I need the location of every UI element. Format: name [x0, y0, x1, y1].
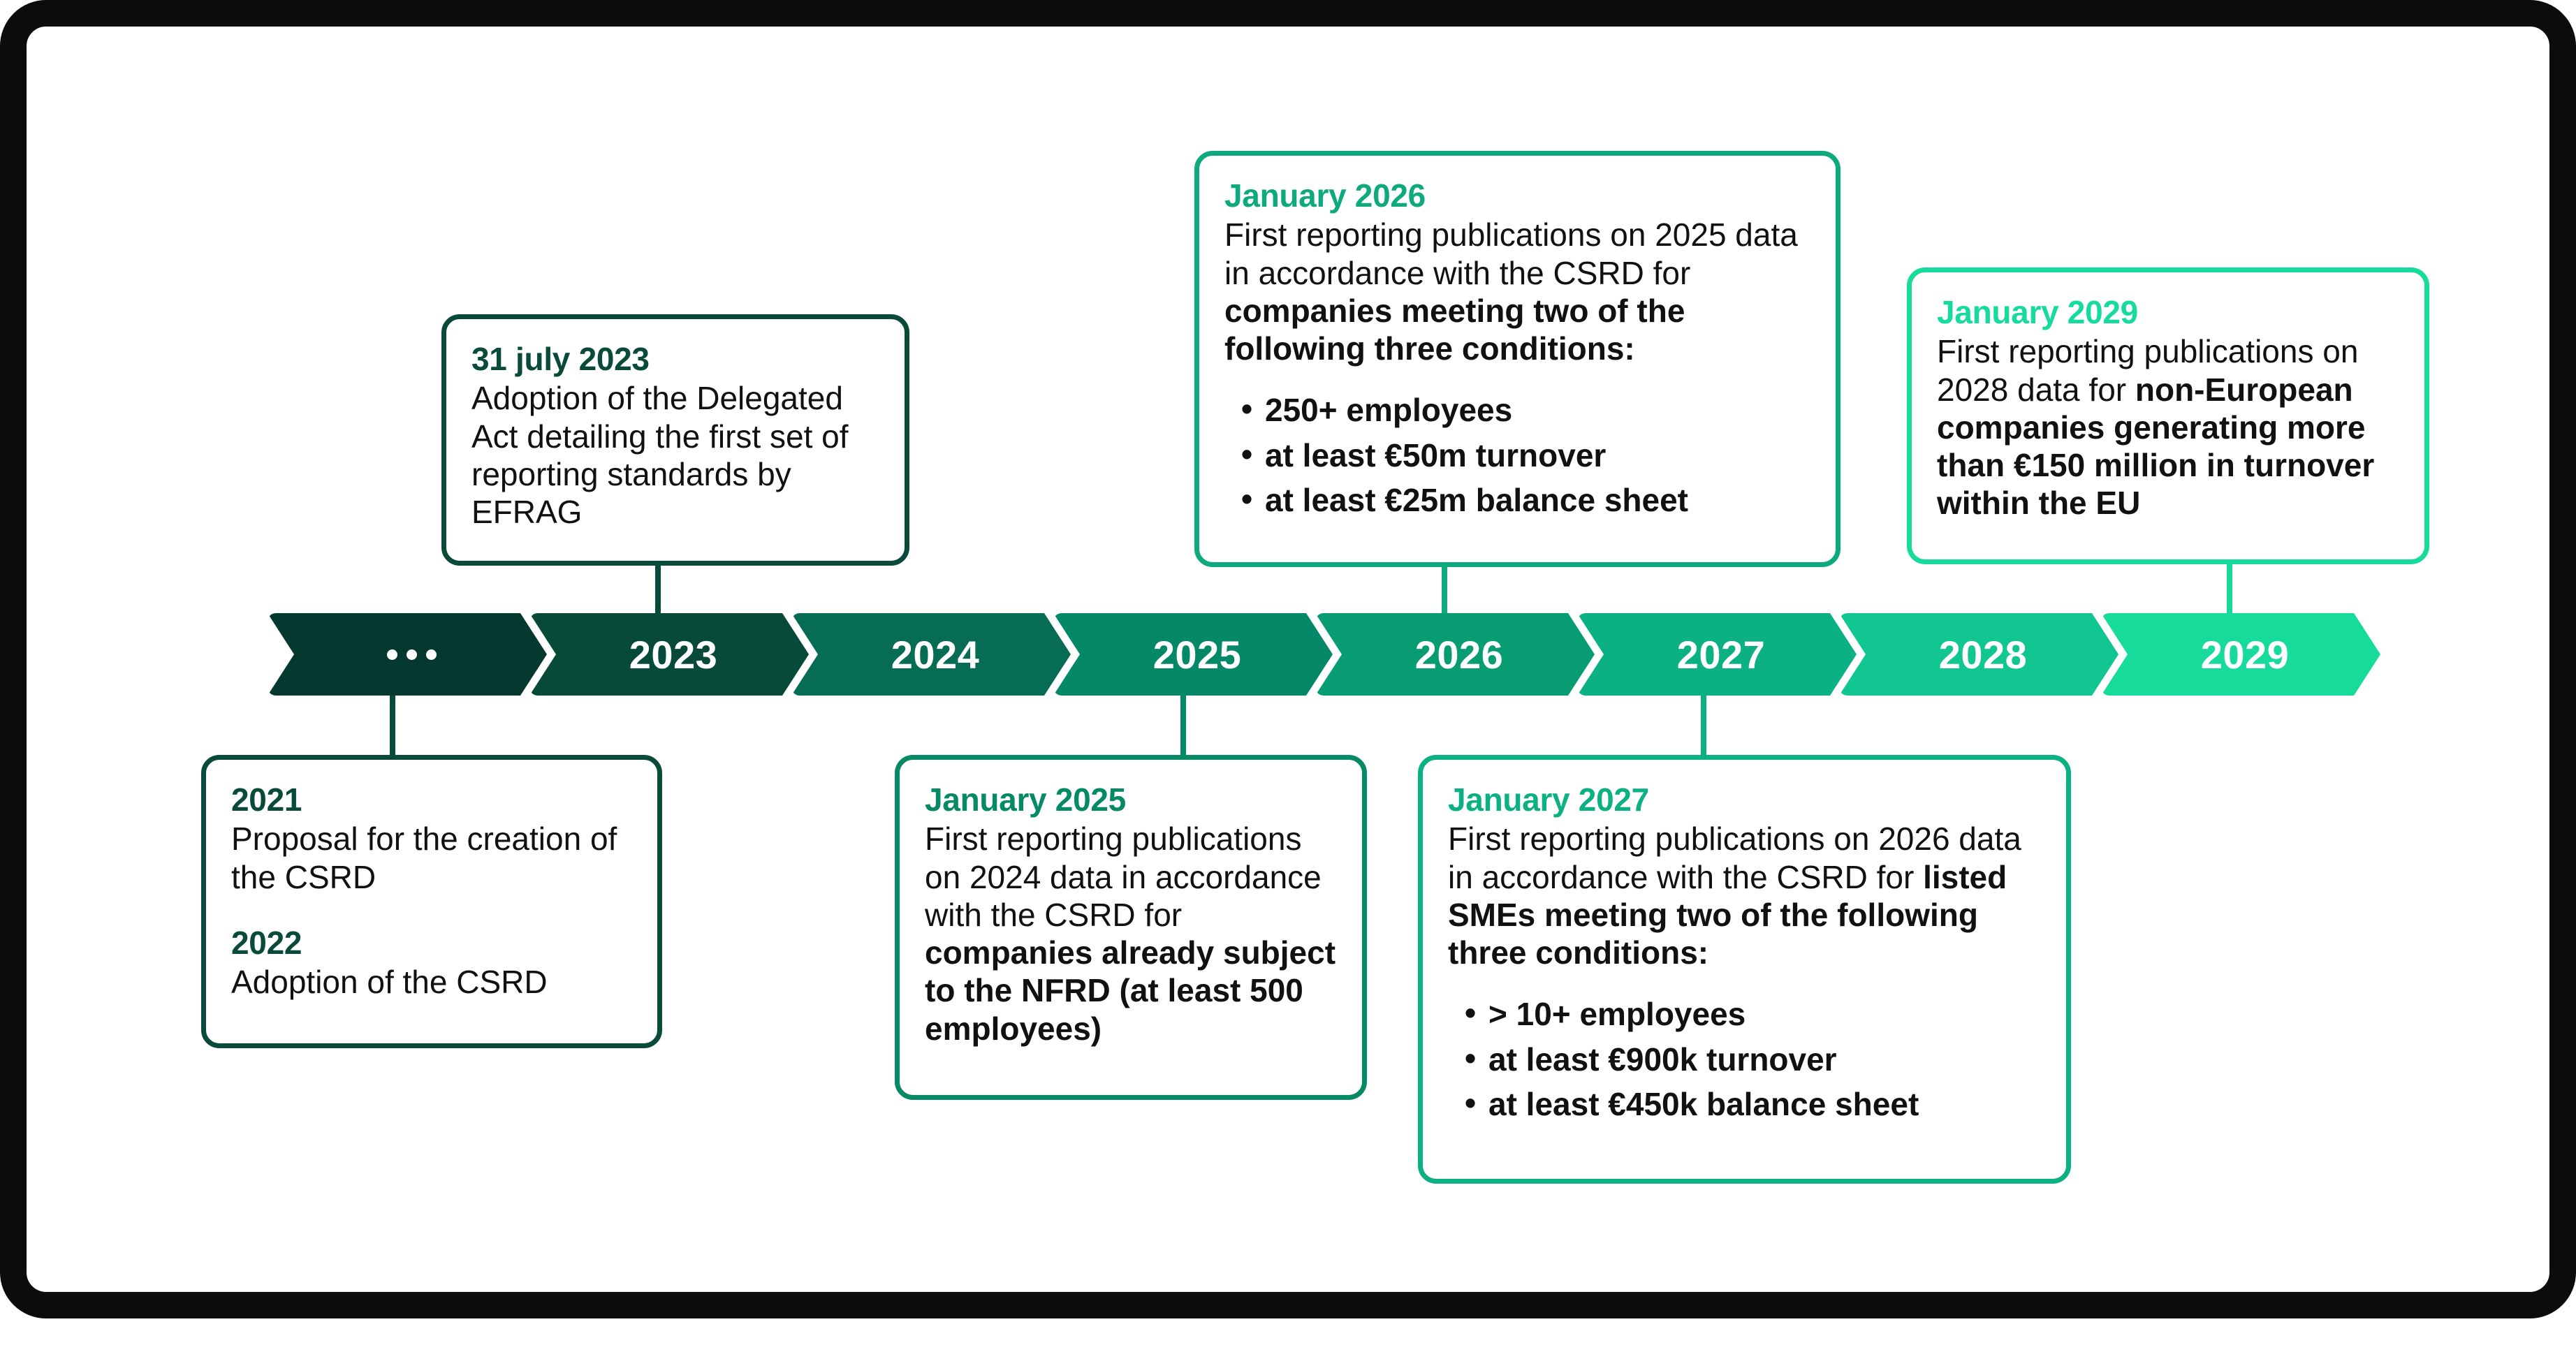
card-heading: January 2025	[925, 781, 1126, 818]
card-2021-2022[interactable]: 2021 Proposal for the creation of the CS…	[201, 755, 662, 1048]
list-item: 250+ employees	[1241, 390, 1812, 429]
card-january-2025[interactable]: January 2025 First reporting publication…	[895, 755, 1367, 1100]
list-item: at least €900k turnover	[1465, 1039, 2042, 1079]
card-body-emphasis: non-European companies generating more t…	[1937, 371, 2375, 522]
card-january-2027[interactable]: January 2027 First reporting publication…	[1418, 755, 2071, 1184]
card-spacer	[231, 896, 634, 924]
list-item: at least €450k balance sheet	[1465, 1084, 2042, 1124]
connector-2023-card-to-chevron	[655, 564, 661, 645]
timeline-diagram: 2023 2024 2025 2026 2027 2028 2029	[27, 27, 2576, 1345]
card-heading-2021: 2021	[231, 781, 302, 818]
card-body-intro: First reporting publications on 2026 dat…	[1448, 821, 2021, 895]
timeline-segment-label: 2026	[1414, 632, 1504, 677]
card-january-2026[interactable]: January 2026 First reporting publication…	[1194, 151, 1840, 567]
card-body: First reporting publications on 2025 dat…	[1224, 216, 1812, 367]
timeline-segment-2026[interactable]: 2026	[1315, 613, 1595, 696]
timeline-segment-2024[interactable]: 2024	[791, 613, 1071, 696]
timeline-segment-2027[interactable]: 2027	[1577, 613, 1857, 696]
connector-2026-card-to-chevron	[1442, 564, 1447, 645]
timeline-segment-label: 2027	[1676, 632, 1766, 677]
card-body: First reporting publications on 2024 dat…	[925, 820, 1338, 1048]
card-heading: January 2027	[1448, 781, 1649, 818]
timeline-segment-label: 2029	[2200, 632, 2290, 677]
card-body-2021: Proposal for the creation of the CSRD	[231, 821, 617, 895]
connector-2029-card-to-chevron	[2227, 564, 2232, 645]
timeline-segment-label: 2024	[891, 632, 980, 677]
card-january-2029[interactable]: January 2029 First reporting publication…	[1907, 267, 2429, 564]
card-july-2023[interactable]: 31 july 2023 Adoption of the Delegated A…	[441, 314, 909, 566]
card-bullet-list: 250+ employees at least €50m turnover at…	[1224, 390, 1812, 520]
timeline-segment-2029[interactable]: 2029	[2101, 613, 2380, 696]
connector-2027-card-to-chevron	[1701, 693, 1706, 756]
timeline-segment-2023[interactable]: 2023	[529, 613, 809, 696]
card-heading: January 2029	[1937, 294, 2138, 330]
card-body-emphasis: companies meeting two of the following t…	[1224, 292, 1685, 367]
connector-2021-to-ellipsis	[390, 693, 395, 756]
timeline-segment-label: 2023	[629, 632, 718, 677]
card-body-intro: First reporting publications on 2024 dat…	[925, 821, 1322, 933]
timeline-segment-ellipsis[interactable]	[268, 613, 547, 696]
timeline-bar: 2023 2024 2025 2026 2027 2028 2029	[268, 613, 2356, 696]
list-item: > 10+ employees	[1465, 994, 2042, 1034]
card-body-emphasis: listed SMEs meeting two of the following…	[1448, 858, 2007, 971]
list-item: at least €25m balance sheet	[1241, 480, 1812, 520]
card-body: First reporting publications on 2028 dat…	[1937, 332, 2401, 522]
ellipsis-icon	[387, 649, 437, 660]
card-heading-2022: 2022	[231, 924, 302, 961]
timeline-segment-2028[interactable]: 2028	[1839, 613, 2118, 696]
card-bullet-list: > 10+ employees at least €900k turnover …	[1448, 994, 2042, 1124]
card-body: Adoption of the Delegated Act detailing …	[471, 380, 849, 531]
card-body: First reporting publications on 2026 dat…	[1448, 820, 2042, 971]
card-heading: 31 july 2023	[471, 341, 650, 377]
card-heading: January 2026	[1224, 177, 1426, 214]
list-item: at least €50m turnover	[1241, 435, 1812, 475]
timeline-segment-2025[interactable]: 2025	[1053, 613, 1333, 696]
timeline-segment-label: 2028	[1938, 632, 2028, 677]
connector-2025-card-to-chevron	[1180, 693, 1186, 756]
outer-frame: 2023 2024 2025 2026 2027 2028 2029	[0, 0, 2576, 1318]
timeline-segment-label: 2025	[1152, 632, 1242, 677]
card-body-intro: First reporting publications on 2025 dat…	[1224, 216, 1798, 291]
card-body-emphasis: companies already subject to the NFRD (a…	[925, 934, 1336, 1047]
card-body-intro: First reporting publications on 2028 dat…	[1937, 333, 2359, 408]
card-body-2022: Adoption of the CSRD	[231, 964, 548, 1001]
